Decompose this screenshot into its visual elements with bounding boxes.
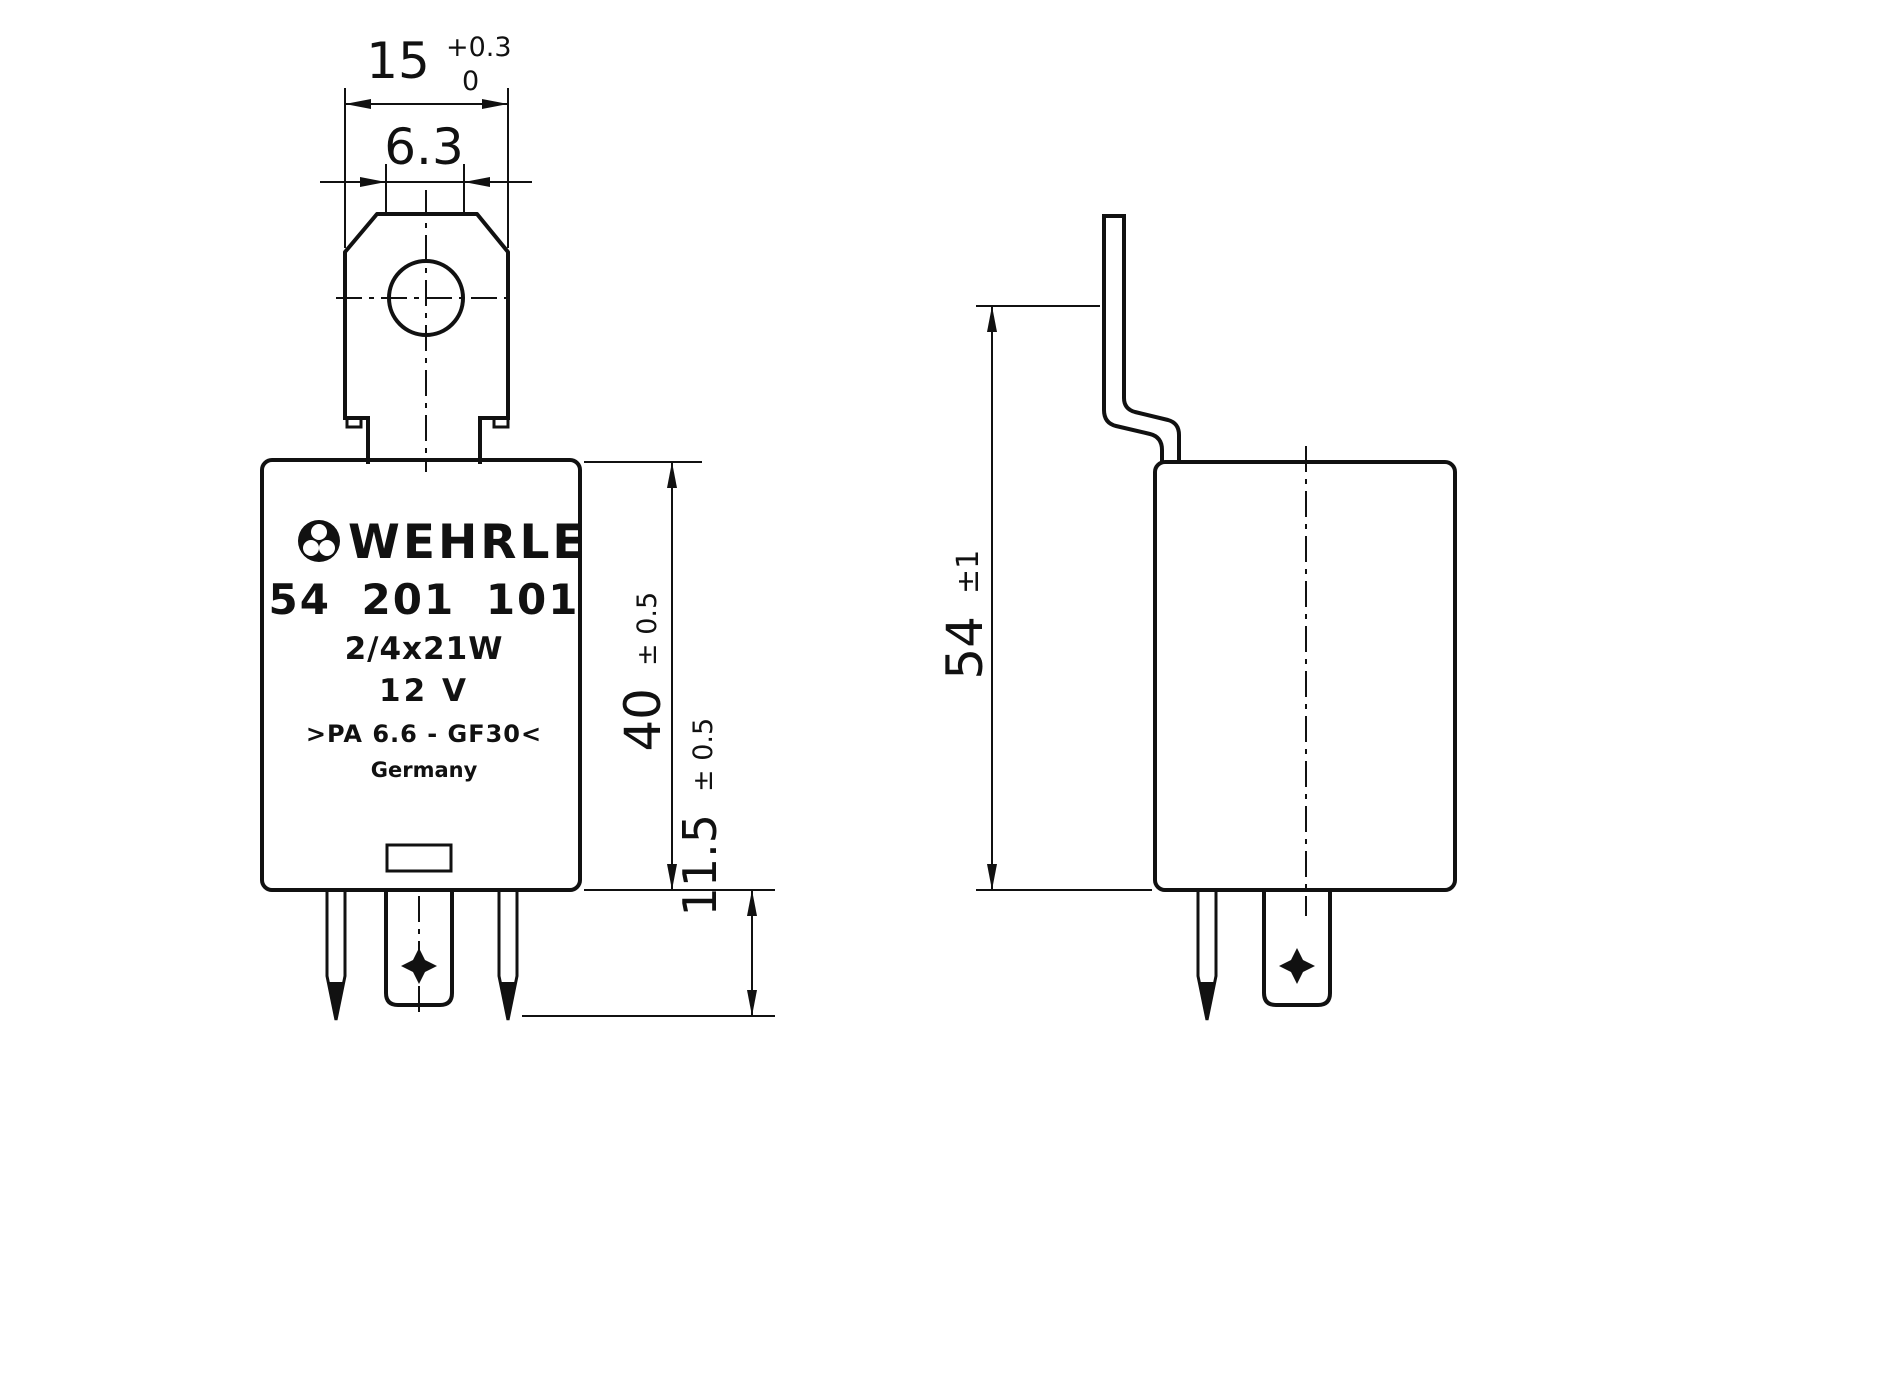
dim-body-height-label: 40 ± 0.5	[614, 592, 672, 752]
dim-body-height-value: 40	[614, 688, 672, 752]
dim-overall-height: 54 ±1	[936, 305, 1152, 891]
pin-thin-side-tip	[1200, 982, 1214, 1020]
dim-overall-height-value: 54	[936, 616, 994, 680]
front-dimensions: 15 +0.3 0 6.3 40 ± 0.5	[320, 32, 775, 1017]
voltage-rating: 12 V	[379, 673, 469, 709]
arrowhead	[360, 177, 386, 187]
front-pins	[325, 888, 519, 1021]
pin-right-tip	[501, 982, 515, 1020]
terminal-wing-right	[492, 416, 510, 429]
dim-tab-width-value: 15	[366, 32, 430, 90]
label-block: WEHRLE 54 201 101 2/4x21W 12 V >PA 6.6 -…	[268, 515, 588, 782]
arrowhead	[482, 99, 508, 109]
front-view: WEHRLE 54 201 101 2/4x21W 12 V >PA 6.6 -…	[260, 190, 588, 1021]
relay-body-front: WEHRLE 54 201 101 2/4x21W 12 V >PA 6.6 -…	[260, 458, 588, 892]
country-of-origin: Germany	[371, 758, 478, 782]
dim-body-height-tol: ± 0.5	[632, 592, 663, 666]
dim-overall-height-label: 54 ±1	[936, 550, 994, 680]
pin-center-side-cross-mark	[1279, 948, 1315, 984]
bracket-outer-edge	[1102, 214, 1164, 464]
arrowhead	[345, 99, 371, 109]
pin-left-tip	[329, 982, 343, 1020]
dim-tab-width-tol-zero: 0	[462, 66, 479, 97]
arrowhead	[747, 890, 757, 916]
relay-body-side	[1153, 446, 1457, 916]
pin-center-side	[1262, 888, 1332, 1007]
arrowhead	[747, 990, 757, 1016]
spade-terminal	[336, 190, 516, 472]
part-number: 54 201 101	[268, 575, 579, 624]
dim-pin-length-label: 11.5 ± 0.5	[673, 718, 727, 917]
material-code: >PA 6.6 - GF30<	[306, 720, 542, 748]
side-view	[1102, 214, 1457, 1021]
body-slot	[385, 843, 453, 873]
brand-text: WEHRLE	[348, 515, 588, 570]
mounting-bracket	[1102, 214, 1181, 464]
dim-body-height: 40 ± 0.5	[584, 461, 775, 891]
dim-blade-width: 6.3	[320, 118, 532, 212]
terminal-wing-left	[345, 416, 363, 429]
relay-body-front-outline	[260, 458, 582, 892]
brand-logo-icon	[298, 520, 340, 562]
side-dimensions: 54 ±1	[936, 305, 1152, 891]
dim-overall-height-tol: ±1	[951, 550, 986, 594]
dim-blade-width-value: 6.3	[384, 118, 464, 176]
terminal-neck	[366, 416, 482, 464]
arrowhead	[987, 864, 997, 890]
dim-tab-width-tol-plus: +0.3	[446, 32, 512, 63]
dim-pin-length-tol: ± 0.5	[688, 718, 719, 792]
dim-tab-width: 15 +0.3 0	[344, 32, 512, 248]
arrowhead	[667, 864, 677, 890]
arrowhead	[464, 177, 490, 187]
side-pins	[1196, 888, 1332, 1021]
arrowhead	[667, 462, 677, 488]
lamp-rating: 2/4x21W	[345, 631, 504, 667]
dim-pin-length: 11.5 ± 0.5	[522, 718, 775, 1017]
bracket-inner-edge	[1122, 214, 1181, 464]
arrowhead	[987, 306, 997, 332]
dim-pin-length-value: 11.5	[673, 814, 727, 916]
